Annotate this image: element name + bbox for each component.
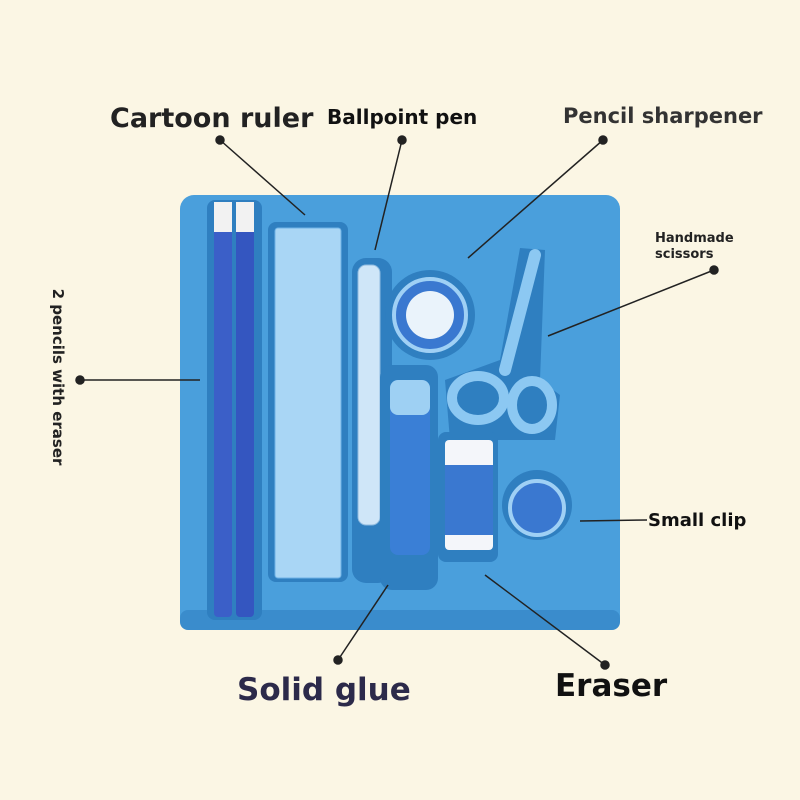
ruler [274,227,342,579]
label-line: Handmade [655,231,734,246]
pencil [214,202,232,617]
pencil-eraser [214,202,232,232]
label-cartoon-ruler: Cartoon ruler [110,103,314,134]
scissors-blade [499,249,541,376]
label-small-clip: Small clip [648,510,747,531]
sharpener-face [406,291,454,339]
label-pencil-sharpener: Pencil sharpener [563,104,763,128]
scissors-handle [507,376,557,434]
leader-lines [75,135,719,670]
eraser-wrap [445,465,493,535]
scissors-slot [445,248,560,440]
scissors-handle [447,371,509,425]
glue-cap [390,380,430,415]
label-solid-glue: Solid glue [237,672,411,708]
tray-rim [180,610,620,630]
solid-glue [390,380,430,555]
pencil [236,202,254,617]
pencil-eraser [236,202,254,232]
label-eraser: Eraser [555,668,668,704]
ballpoint-pen [357,264,381,526]
label-ballpoint-pen: Ballpoint pen [327,105,478,129]
label-handmade-scissors: Handmade scissors [655,231,734,263]
label-line: scissors [655,247,714,262]
label-pencils: 2 pencils with eraser [49,288,67,466]
small-clip [508,479,566,537]
